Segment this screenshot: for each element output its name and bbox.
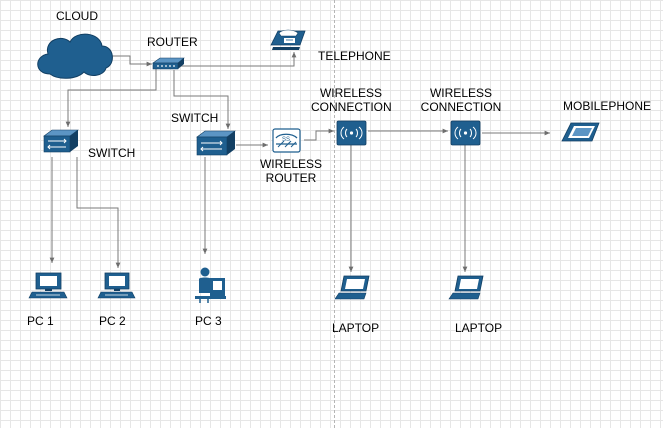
label-mobilephone: MOBILEPHONE — [563, 99, 652, 113]
connector-switch-left-pc2 — [76, 157, 121, 268]
user-workstation-icon[interactable] — [195, 267, 226, 304]
svg-text:SS: SS — [282, 137, 290, 143]
desktop-pc-2-icon[interactable] — [97, 272, 136, 299]
label-router: ROUTER — [147, 35, 198, 49]
telephone-icon[interactable] — [270, 29, 306, 50]
connector-cloud-router — [108, 55, 152, 67]
laptop-2-icon[interactable] — [448, 275, 484, 300]
label-wireless-router-line-1: WIRELESS — [259, 157, 322, 171]
label-wireless-connection-2-line-1: WIRELESS — [429, 86, 492, 100]
label-laptop-2: LAPTOP — [455, 321, 503, 335]
label-switch-center: SWITCH — [171, 111, 219, 125]
connector-wireless-router-ap1 — [304, 128, 334, 141]
mobile-phone-icon[interactable] — [561, 122, 600, 142]
wireless-router-icon[interactable]: SS — [272, 128, 301, 153]
desktop-pc-1-icon[interactable] — [28, 272, 68, 299]
label-wireless-connection-2: WIRELESS CONNECTION — [420, 86, 502, 114]
label-laptop-1: LAPTOP — [332, 321, 380, 335]
router-icon[interactable] — [152, 57, 185, 70]
label-wireless-router: WIRELESS ROUTER — [252, 157, 330, 185]
page-divider — [334, 0, 335, 428]
label-wireless-connection-1-line-1: WIRELESS — [319, 86, 382, 100]
connector-router-switch-center — [173, 70, 231, 129]
connector-router-switch-left — [65, 69, 157, 127]
label-pc3: PC 3 — [195, 314, 222, 328]
label-wireless-connection-1: WIRELESS CONNECTION — [311, 86, 392, 114]
label-cloud: CLOUD — [56, 9, 99, 23]
label-wireless-connection-1-line-2: CONNECTION — [311, 100, 392, 114]
cloud-icon[interactable] — [37, 33, 113, 79]
connector-router-telephone — [180, 52, 297, 67]
wireless-access-point-2-icon[interactable] — [450, 120, 481, 146]
switch-left-icon[interactable] — [43, 129, 79, 153]
label-telephone: TELEPHONE — [318, 49, 391, 63]
label-wireless-connection-2-line-2: CONNECTION — [420, 100, 502, 114]
label-wireless-router-line-2: ROUTER — [265, 171, 317, 185]
label-pc1: PC 1 — [27, 314, 54, 328]
switch-center-icon[interactable] — [196, 130, 236, 156]
label-pc2: PC 2 — [99, 314, 126, 328]
wireless-access-point-1-icon[interactable] — [336, 120, 367, 146]
laptop-1-icon[interactable] — [334, 275, 370, 300]
label-switch-left: SWITCH — [88, 146, 136, 160]
